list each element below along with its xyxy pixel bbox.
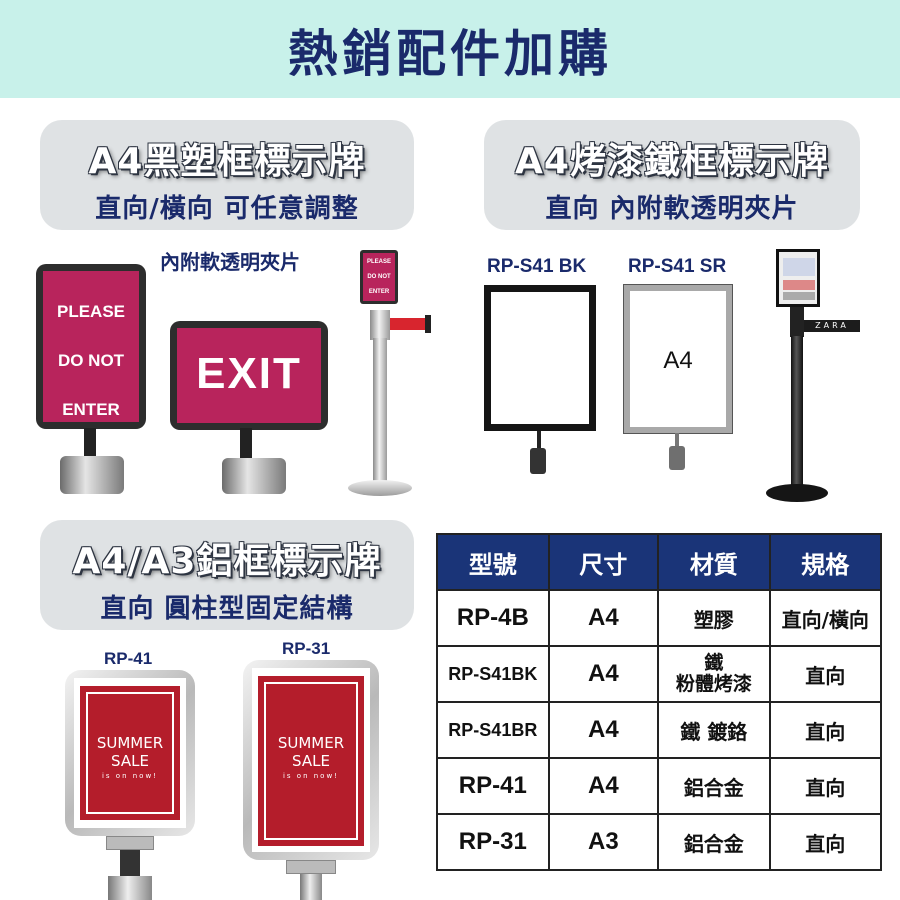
poster-line: SALE	[111, 752, 149, 770]
section-1-title: A4黑塑框標示牌	[88, 141, 366, 182]
cell-spec: 直向	[768, 645, 883, 703]
cell-material: 鐵 粉體烤漆	[657, 645, 771, 703]
section-1-subtitle: 直向/橫向 可任意調整	[95, 194, 359, 224]
label-rp-41: RP-41	[104, 649, 153, 668]
cell-material: 鋁合金	[657, 813, 771, 871]
table-header-row: 型號 尺寸 材質 規格	[436, 533, 883, 591]
material-line: 鐵	[704, 652, 724, 674]
table-row: RP-S41BK A4 鐵 粉體烤漆 直向	[436, 645, 883, 703]
header-size: 尺寸	[547, 533, 660, 591]
cell-size: A4	[547, 701, 660, 759]
sign-line: PLEASE	[366, 259, 391, 265]
frame-size-text: A4	[663, 347, 693, 374]
post-top	[222, 458, 286, 494]
sign-line: ENTER	[62, 400, 120, 419]
rp-31-post	[300, 874, 322, 900]
rp-41-poster: SUMMER SALE is on now!	[80, 686, 180, 820]
stanchion-pole	[373, 338, 387, 484]
zara-belt: ZARA	[804, 320, 860, 332]
cell-model: RP-41	[436, 757, 550, 815]
silver-frame-stem	[675, 433, 679, 447]
poster-line: SALE	[292, 752, 330, 770]
black-frame-stem	[537, 431, 541, 449]
rp-41-post-top	[108, 876, 152, 900]
sign-line: DO NOT	[367, 274, 391, 280]
table-row: RP-31 A3 鋁合金 直向	[436, 813, 883, 871]
red-belt	[390, 318, 428, 330]
cell-spec: 直向/橫向	[768, 589, 883, 647]
section-3-subtitle: 直向 圓柱型固定結構	[100, 594, 354, 624]
please-do-not-enter-sign: PLEASE DO NOT ENTER	[36, 264, 146, 429]
cell-spec: 直向	[768, 701, 883, 759]
stanchion-display-frame	[776, 249, 820, 307]
header-banner: 熱銷配件加購	[0, 0, 900, 98]
sign-line: PLEASE	[56, 302, 126, 321]
header-material: 材質	[657, 533, 771, 591]
cell-size: A4	[547, 645, 660, 703]
table-row: RP-41 A4 鋁合金 直向	[436, 757, 883, 815]
cell-size: A3	[547, 813, 660, 871]
cell-model: RP-31	[436, 813, 550, 871]
stanchion-base	[348, 480, 412, 496]
section-2-heading: A4烤漆鐵框標示牌 直向 內附軟透明夾片	[484, 120, 860, 230]
exit-text: EXIT	[196, 349, 302, 398]
section-2-title: A4烤漆鐵框標示牌	[515, 141, 829, 182]
clip-note: 內附軟透明夾片	[160, 250, 300, 274]
cell-material: 鋁合金	[657, 757, 771, 815]
rp-31-poster: SUMMER SALE is on now!	[258, 676, 364, 846]
poster-line: SUMMER	[277, 734, 345, 752]
black-stanchion-pole	[791, 336, 803, 486]
sign-stem	[84, 428, 96, 458]
section-3-heading: A4/A3鋁框標示牌 直向 圓柱型固定結構	[40, 520, 414, 630]
sign-line: ENTER	[368, 289, 390, 295]
poster-line: SUMMER	[96, 734, 164, 752]
cell-spec: 直向	[768, 813, 883, 871]
post-top	[60, 456, 124, 494]
poster-subline: is on now!	[282, 772, 339, 780]
exit-sign: EXIT	[170, 321, 328, 430]
rp-41-stem	[106, 836, 154, 850]
cell-spec: 直向	[768, 757, 883, 815]
table-row: RP-S41BR A4 鐵 鍍鉻 直向	[436, 701, 883, 759]
section-2-subtitle: 直向 內附軟透明夾片	[545, 194, 799, 224]
rp-41-post	[120, 850, 140, 876]
black-frame-rp-s41-bk	[484, 285, 596, 431]
sign-stem	[240, 428, 252, 460]
belt-clip	[425, 315, 431, 333]
section-3-title: A4/A3鋁框標示牌	[72, 541, 382, 582]
cell-material: 塑膠	[657, 589, 771, 647]
table-row: RP-4B A4 塑膠 直向/橫向	[436, 589, 883, 647]
belt-text: ZARA	[815, 321, 849, 330]
poster-subline: is on now!	[101, 772, 158, 780]
rp-31-stem	[286, 860, 336, 874]
page-title: 熱銷配件加購	[288, 25, 612, 83]
spec-table: 型號 尺寸 材質 規格 RP-4B A4 塑膠 直向/橫向 RP-S41BK A…	[436, 533, 883, 871]
black-stanchion-base	[766, 484, 828, 502]
small-top-sign: PLEASE DO NOT ENTER	[360, 250, 398, 304]
label-rp-s41-bk: RP-S41 BK	[487, 256, 587, 277]
cell-model: RP-4B	[436, 589, 550, 647]
cell-model: RP-S41BK	[436, 645, 550, 703]
header-model: 型號	[436, 533, 550, 591]
material-line: 粉體烤漆	[675, 673, 752, 695]
sign-line: DO NOT	[57, 351, 125, 370]
silver-frame-rp-s41-sr: A4	[623, 284, 733, 434]
label-rp-31: RP-31	[282, 639, 331, 658]
cell-size: A4	[547, 757, 660, 815]
black-stanchion-head	[790, 307, 804, 337]
cell-size: A4	[547, 589, 660, 647]
header-spec: 規格	[768, 533, 883, 591]
silver-frame-clamp	[669, 446, 685, 470]
cell-model: RP-S41BR	[436, 701, 550, 759]
label-rp-s41-sr: RP-S41 SR	[628, 256, 727, 277]
black-frame-clamp	[530, 448, 546, 474]
stanchion-head	[370, 310, 390, 340]
cell-material: 鐵 鍍鉻	[657, 701, 771, 759]
section-1-heading: A4黑塑框標示牌 直向/橫向 可任意調整	[40, 120, 414, 230]
